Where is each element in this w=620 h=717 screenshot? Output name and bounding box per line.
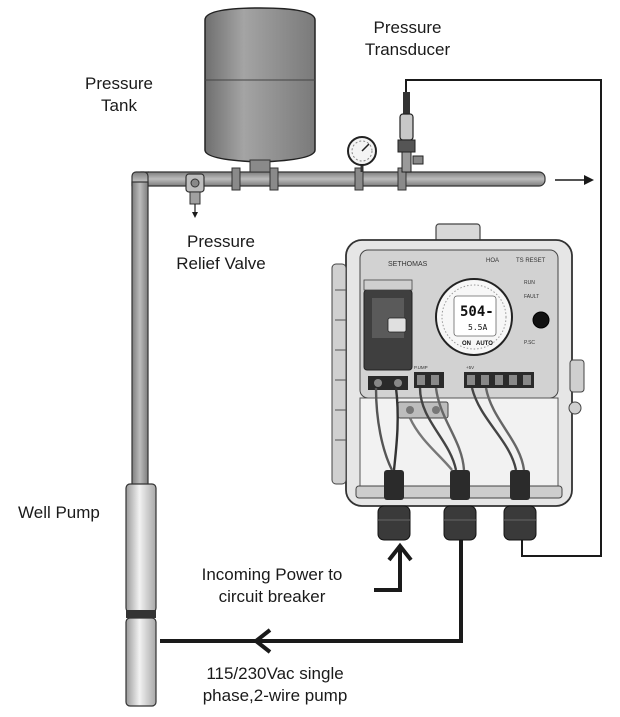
label-pump-supply-line2: phase,2-wire pump	[202, 686, 348, 705]
label-pressure-tank-line1: Pressure	[84, 74, 154, 93]
pump-supply-wire	[160, 540, 463, 654]
label-pump-supply-line1: 115/230Vac single	[206, 664, 344, 683]
mode-auto-label: AUTO	[476, 341, 493, 347]
label-incoming-power-line1: Incoming Power to	[201, 565, 343, 584]
pressure-tank	[204, 7, 316, 173]
pressure-gauge-icon	[347, 136, 377, 172]
controller-side-label-psc: P.SC	[524, 340, 535, 346]
well-pump	[125, 483, 157, 707]
label-pressure-tank: Pressure Tank	[70, 73, 168, 117]
display-main-value: 504-	[460, 304, 494, 320]
label-incoming-power: Incoming Power to circuit breaker	[183, 564, 361, 608]
display-sub-value: 5.5A	[468, 323, 487, 332]
incoming-power-wire	[374, 542, 413, 592]
transducer-signal-wire	[405, 79, 602, 557]
terminal-right-label: +5V	[466, 365, 474, 370]
controller-brand: SETHOMAS	[388, 261, 428, 268]
drop-pipe	[131, 181, 149, 488]
controller-side-label-run: RUN	[524, 280, 535, 286]
label-well-pump: Well Pump	[18, 502, 100, 524]
label-pressure-transducer: Pressure Transducer	[350, 17, 465, 61]
breaker-terminals	[368, 376, 408, 390]
terminal-left-label: P.UMP	[414, 365, 428, 370]
flow-arrow-icon	[555, 175, 594, 185]
label-pressure-tank-line2: Tank	[101, 96, 137, 115]
pressure-relief-valve	[185, 173, 205, 218]
controller-top-label-1: HOA	[486, 258, 499, 264]
label-pressure-relief-valve-line1: Pressure	[186, 232, 256, 251]
label-incoming-power-line2: circuit breaker	[218, 587, 326, 606]
label-pressure-relief-valve: Pressure Relief Valve	[160, 231, 282, 275]
controller-side-label-fault: FAULT	[524, 294, 539, 300]
controller-display	[435, 278, 513, 356]
mode-on-label: ON	[462, 341, 471, 347]
main-pipe	[131, 167, 546, 191]
label-pressure-transducer-line2: Transducer	[364, 40, 451, 59]
controller-top-label-2: TS RESET	[516, 258, 546, 264]
pressure-transducer	[397, 92, 424, 173]
terminal-block-right	[464, 372, 534, 388]
cable-glands	[377, 470, 537, 541]
label-pressure-relief-valve-line2: Relief Valve	[176, 254, 266, 273]
label-pump-supply: 115/230Vac single phase,2-wire pump	[183, 663, 367, 707]
circuit-breaker	[363, 279, 413, 371]
terminal-block-left	[414, 372, 444, 388]
internal-wires	[374, 387, 526, 471]
label-pressure-transducer-line1: Pressure	[373, 18, 442, 37]
label-well-pump-text: Well Pump	[18, 503, 100, 522]
reset-button	[532, 311, 550, 329]
